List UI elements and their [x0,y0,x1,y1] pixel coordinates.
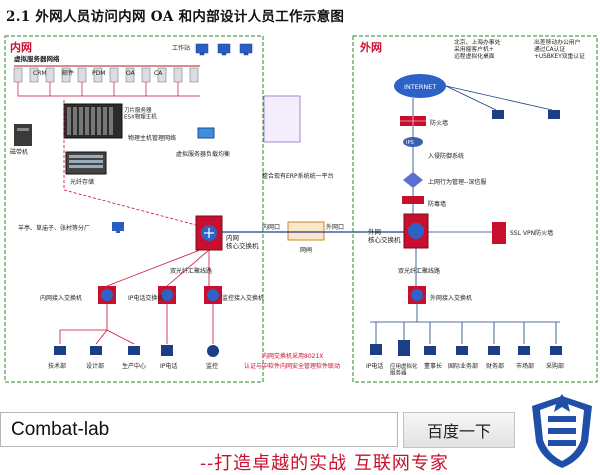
external-access-switch [408,286,426,304]
host-label-pdm: PDM [92,70,105,77]
behavior-mgmt-device [403,172,423,188]
internal-zone [4,35,264,383]
ip-phone-switch-label: IP电话交换机 [128,294,163,302]
internal-core-switch-label: 内网核心交换机 [226,233,259,250]
blade-server-rack [63,103,123,139]
external-client-icons [370,340,562,356]
san-storage-label: 光纤存储 [70,178,94,186]
tape-library [14,124,32,146]
client-label-ip-phone: IP电话 [160,362,177,370]
internal-links [59,100,214,345]
search-button[interactable]: 百度一下 [403,412,515,448]
external-core-switch [403,213,429,249]
client-label-monitor: 监控 [206,362,218,370]
remote-client-icons [492,110,560,119]
internal-client-icons [54,345,219,357]
monitor-switch-label: 监控接入交换机 [222,294,264,302]
page-title: 2.1 外网人员访问内网 OA 和内部设计人员工作示意图 [6,9,345,25]
ips-device [403,137,423,147]
virtual-server-network-label: 虚拟服务器网络 [14,54,60,63]
internal-zone-label: 内网 [10,40,32,54]
firewall-label: 防火墙 [430,119,448,127]
gateway-label: 网闸 [300,246,312,254]
erp-platform-label: 整合现有ERP系统统一平台 [262,172,334,180]
ext-client-market: 市场部 [516,362,534,370]
ids-label: 入侵防御系统 [428,152,464,160]
network-gap-device [287,221,325,241]
ssl-vpn-label: SSL VPN防火墙 [510,229,553,237]
ext-client-finance: 财务部 [486,362,504,370]
internal-dual-fiber-label: 双光纤汇聚线路 [170,267,212,275]
shield-logo [532,394,592,468]
gateway-outer-port: 外网口 [326,223,344,231]
ext-client-purchase: 采购部 [546,362,564,370]
ext-client-chairman: 董事长 [424,362,442,370]
external-dual-fiber-label: 双光纤汇聚线路 [398,267,440,275]
external-core-switch-label: 外网核心交换机 [368,227,401,244]
firewall [400,116,426,126]
search-box[interactable] [0,412,398,447]
security-note-line2: 认证与中软件内网安全管理软件联动 [244,362,340,370]
ips-label: IPS [406,140,414,146]
gateway-inner-port: 内网口 [262,223,280,231]
san-storage [65,151,107,175]
client-label-design: 设计部 [86,362,104,370]
external-zone-label: 外网 [359,40,382,54]
external-access-switch-label: 外网接入交换机 [430,294,472,302]
mobile-office-label: 出差移动办公用户通过CA认证+USBKEY双重认证 [534,38,585,60]
internet-cloud [394,74,446,98]
ext-client-ip-phone: IP电话 [366,362,383,370]
host-label-oa: OA [126,70,136,77]
behavior-mgmt-label: 上网行为管理--深信服 [428,178,486,186]
host-mgmt-network-label: 物理主机管理网络 [128,134,176,142]
branch-pc [112,222,124,233]
external-chain-links [412,85,553,233]
host-label-mail: 邮件 [62,69,74,77]
internal-core-switch [195,215,223,251]
virtual-server-row [13,65,200,97]
internal-access-switches [98,286,222,304]
load-balancer [197,127,215,139]
client-label-production: 生产中心 [122,362,146,370]
workstation-icons [195,43,253,56]
erp-platform-box [263,95,301,143]
antivirus-label: 防毒墙 [428,200,446,208]
ext-client-intl: 国际业务部 [448,362,478,370]
tape-library-label: 磁带机 [10,148,28,156]
workstation-label: 工作站 [172,44,190,52]
load-balancer-label: 虚拟服务器负载均衡 [176,150,230,158]
remote-office-label: 北京、上海办事处采用瘦客户机+远程虚拟化桌面 [454,38,501,60]
host-label-ca: CA [154,70,163,77]
ssl-vpn-device [492,222,506,244]
internal-access-switch-label: 内网接入交换机 [40,294,82,302]
host-label-crm: CRM [33,70,47,77]
branch-label: 羊亭、草庙子、张村等分厂 [18,224,90,232]
internet-label: INTERNET [404,83,436,91]
client-label-tech: 技术部 [48,362,66,370]
antivirus-wall [402,196,424,204]
external-zone [352,35,598,383]
security-note-line1: 内网交换机采用8021X [262,352,323,360]
search-input[interactable] [11,414,391,445]
slogan-text: --打造卓越的实战 互联网专家 [200,453,449,474]
network-diagram: 内网 外网 工作站 虚拟服务器网络 CRM 邮件 PDM OA CA [4,35,598,383]
ext-client-app-virtual: 应用虚拟化服务器 [390,362,418,377]
